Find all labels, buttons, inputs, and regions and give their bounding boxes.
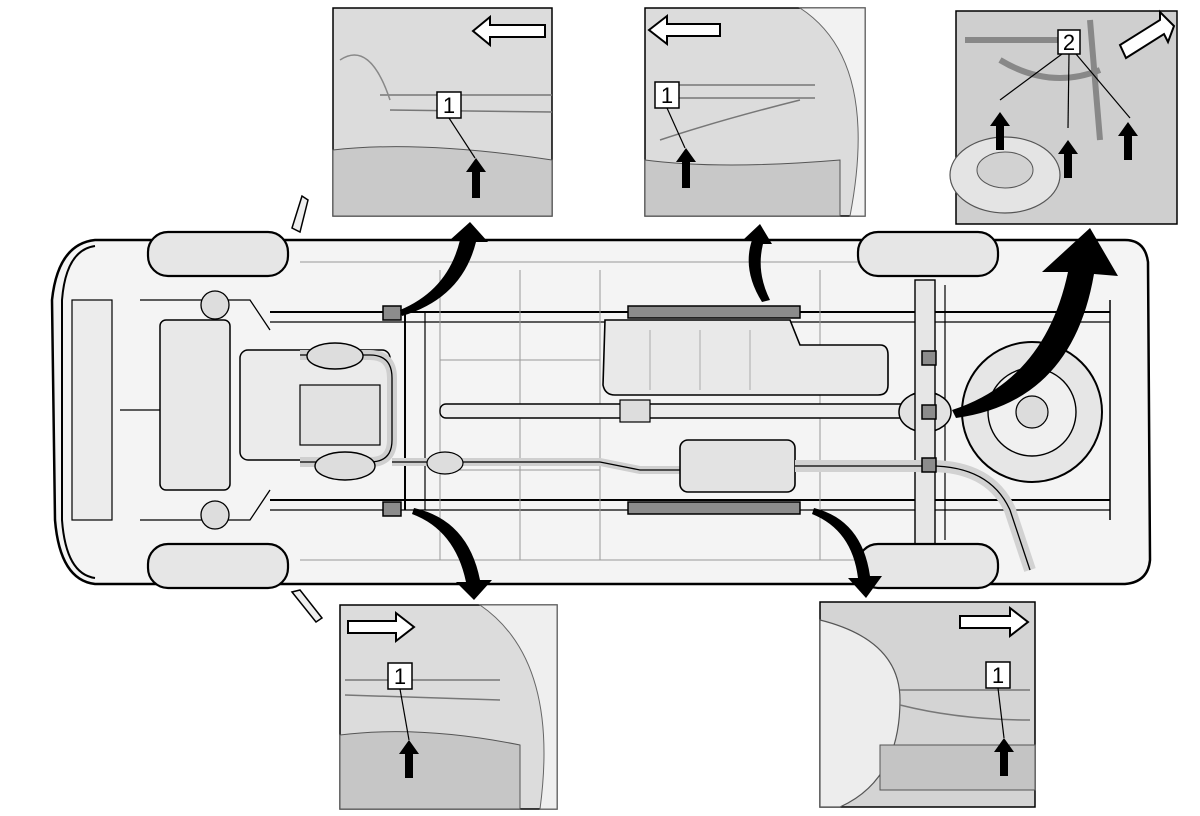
front-left-wheel [146, 230, 290, 278]
rear-right-wheel [856, 542, 1000, 590]
direction-arrow-left-icon [471, 14, 546, 48]
inset-top-middle: 1 [644, 7, 866, 217]
pointer-arrow-top-right [952, 228, 1118, 418]
front-right-wheel [146, 542, 290, 590]
direction-arrow-right-icon [347, 610, 416, 644]
driveshaft [439, 403, 911, 419]
fuel-tank [602, 319, 889, 396]
marker-rear-3 [921, 457, 937, 473]
locator-arrow-up-icon [399, 740, 419, 778]
catalytic-converter [306, 342, 364, 370]
front-bumper [61, 245, 96, 579]
locator-arrow-up-icon [1058, 140, 1078, 178]
muffler [679, 439, 796, 493]
marker-front-lower [382, 501, 402, 517]
locator-arrow-up-icon [676, 148, 696, 188]
pointer-arrow-bottom-left [412, 508, 492, 600]
marker-front-upper [382, 305, 402, 321]
inset-bottom-left: 1 [339, 604, 558, 810]
marker-rear-2 [921, 404, 937, 420]
left-mirror [291, 194, 309, 234]
rear-left-wheel [856, 230, 1000, 278]
callout-number: 1 [661, 83, 673, 108]
direction-arrow-right-icon [1118, 9, 1176, 60]
callout-number: 2 [1063, 30, 1075, 55]
inset-top-right: 2 [949, 9, 1178, 225]
marker-mid-lower [627, 501, 801, 515]
direction-arrow-left-icon [647, 13, 721, 47]
engine-block [159, 319, 231, 491]
inset-bottom-right: 1 [819, 601, 1036, 808]
locator-arrow-up-icon [1118, 122, 1138, 160]
callout-number: 1 [443, 93, 455, 118]
inset-top-left: 1 [332, 7, 553, 217]
direction-arrow-right-icon [959, 605, 1030, 639]
marker-rear-1 [921, 350, 937, 366]
front-suspension [120, 290, 271, 530]
callout-number: 1 [394, 664, 406, 689]
callout-number: 1 [992, 663, 1004, 688]
locator-arrow-up-icon [466, 158, 486, 198]
location-markers [382, 305, 937, 517]
locator-arrow-up-icon [990, 112, 1010, 150]
right-mirror [290, 589, 324, 624]
catalytic-converter [314, 451, 376, 481]
oil-pan [299, 384, 381, 446]
locator-arrow-up-icon [994, 738, 1014, 776]
pointer-arrow-top-middle [743, 224, 772, 302]
pointer-arrow-top-left [400, 222, 488, 316]
front-grille [71, 299, 113, 521]
pointer-arrow-bottom-right [812, 508, 882, 598]
marker-mid-upper [627, 305, 801, 319]
pointer-arrows [400, 222, 1118, 600]
